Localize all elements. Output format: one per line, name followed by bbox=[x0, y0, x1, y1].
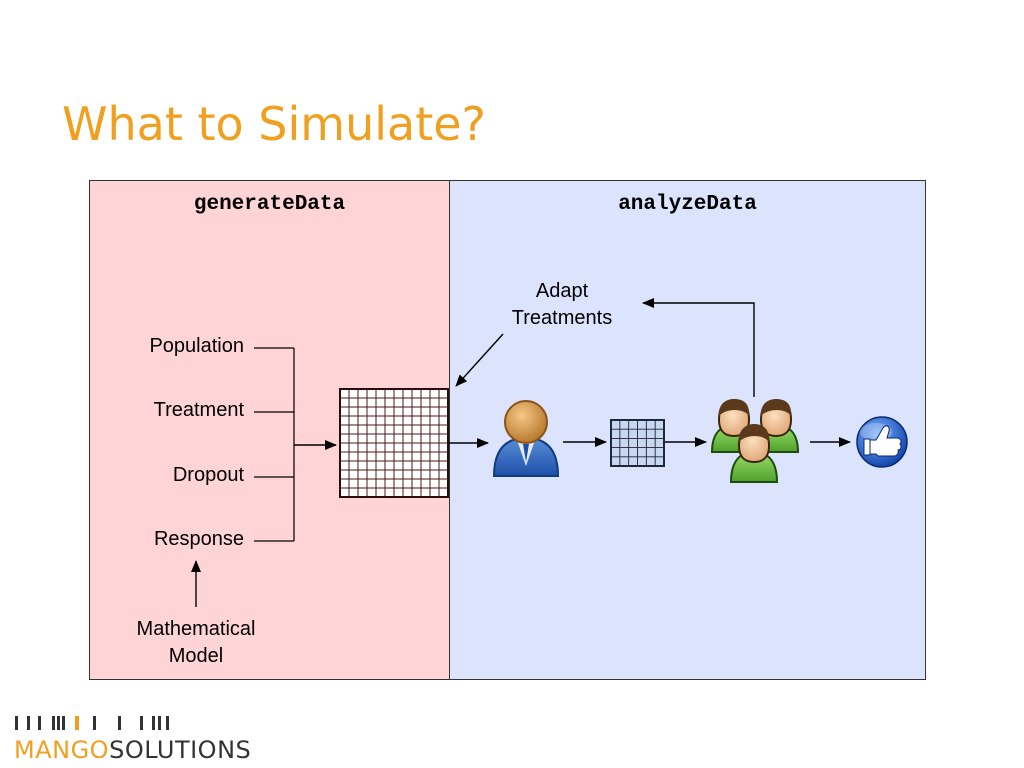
logo-solutions: SOLUTIONS bbox=[109, 736, 252, 764]
mathematical-model-label: Mathematical Model bbox=[136, 618, 256, 667]
slide-title: What to Simulate? bbox=[62, 97, 486, 151]
group-icon bbox=[710, 399, 800, 483]
input-label-population: Population bbox=[149, 335, 244, 357]
data-grid-icon bbox=[339, 388, 449, 498]
input-label-treatment: Treatment bbox=[153, 399, 244, 421]
input-label-response: Response bbox=[153, 528, 244, 550]
feedback-loop-arrow bbox=[642, 298, 755, 397]
small-data-grid-icon bbox=[610, 419, 665, 467]
adapt-treatments-label: Adapt Treatments bbox=[511, 280, 613, 329]
logo-mango: MANGO bbox=[14, 736, 110, 764]
mango-solutions-logo: MANGOSOLUTIONS bbox=[14, 736, 251, 764]
adapt-treatments-arrow bbox=[455, 333, 504, 387]
logo-bars-icon bbox=[15, 716, 169, 730]
person-icon bbox=[492, 400, 560, 477]
thumbs-up-icon bbox=[856, 416, 908, 468]
input-bracket bbox=[254, 347, 295, 542]
analyze-data-title: analyzeData bbox=[618, 193, 757, 216]
generate-data-title: generateData bbox=[193, 193, 346, 216]
input-label-dropout: Dropout bbox=[172, 464, 244, 486]
